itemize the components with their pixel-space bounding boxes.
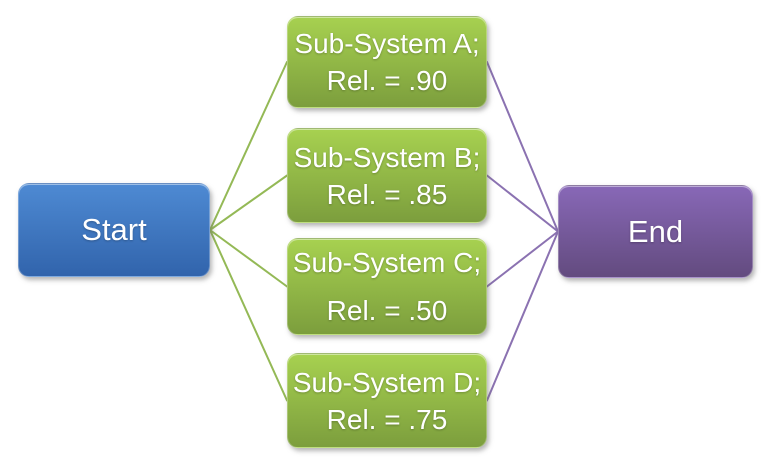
- subsystem-label: Sub-System D; Rel. = .75: [293, 364, 481, 438]
- edge-start-to-subsystem: [209, 174, 288, 231]
- edge-start-to-subsystem: [209, 229, 288, 288]
- subsystem-node: Sub-System B; Rel. = .85: [287, 128, 487, 223]
- edge-start-to-subsystem: [209, 229, 288, 402]
- subsystem-reliability: Rel. = .90: [326, 65, 448, 96]
- subsystem-node: Sub-System C; Rel. = .50: [287, 238, 487, 335]
- edge-subsystem-to-end: [486, 230, 559, 288]
- subsystem-name: Sub-System C;: [292, 247, 482, 278]
- subsystem-reliability: Rel. = .75: [326, 403, 448, 435]
- subsystem-label: Sub-System C; Rel. = .50: [293, 244, 481, 329]
- subsystem-name: Sub-System B;: [293, 141, 481, 173]
- subsystem-reliability: Rel. = .85: [326, 178, 448, 210]
- node-end-label: End: [627, 213, 684, 249]
- edge-subsystem-to-end: [486, 61, 559, 233]
- subsystem-reliability: Rel. = .50: [326, 295, 448, 326]
- node-start: Start: [18, 183, 210, 277]
- subsystem-name: Sub-System A;: [294, 28, 480, 59]
- edge-subsystem-to-end: [486, 230, 559, 402]
- subsystem-label: Sub-System A; Rel. = .90: [294, 25, 479, 99]
- node-end: End: [558, 185, 753, 278]
- edge-start-to-subsystem: [209, 61, 288, 231]
- subsystem-node: Sub-System A; Rel. = .90: [287, 16, 487, 108]
- node-start-label: Start: [81, 212, 147, 247]
- edge-subsystem-to-end: [486, 174, 559, 233]
- subsystem-node: Sub-System D; Rel. = .75: [287, 353, 487, 448]
- subsystem-name: Sub-System D;: [292, 366, 482, 398]
- subsystem-label: Sub-System B; Rel. = .85: [294, 139, 481, 213]
